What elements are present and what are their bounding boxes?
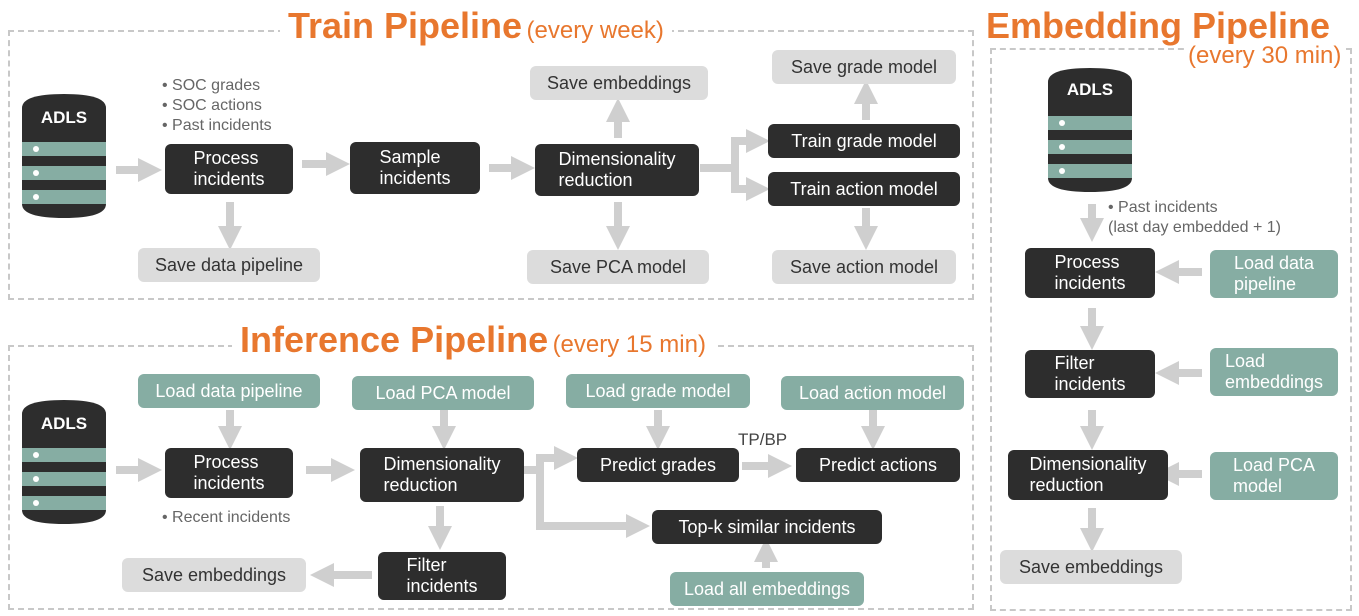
- arrow-train-dimred-to-grade: [700, 129, 770, 172]
- inference-filter-incidents-node: Filter incidents: [378, 552, 506, 600]
- train-inputs-note: • SOC grades • SOC actions • Past incide…: [162, 77, 272, 134]
- embedding-pipeline-frame: [990, 48, 1352, 611]
- inference-schedule-text: (every 15 min): [552, 331, 706, 358]
- embedding-title-text: Embedding Pipeline: [986, 5, 1331, 46]
- inference-load-data-pipeline-node: Load data pipeline: [138, 374, 320, 408]
- train-grade-model-node: Train grade model: [768, 124, 960, 158]
- inference-load-grade-model-node: Load grade model: [566, 374, 750, 408]
- inference-predict-actions-node: Predict actions: [796, 448, 960, 482]
- inference-recent-incidents-note: • Recent incidents: [162, 509, 291, 526]
- embedding-filter-incidents-node: Filter incidents: [1025, 350, 1155, 398]
- inference-process-incidents-node: Process incidents: [165, 448, 293, 498]
- embedding-adls-database-icon: ADLS: [1048, 68, 1132, 192]
- embedding-schedule-text: (every 30 min): [1188, 42, 1342, 69]
- train-action-model-node: Train action model: [768, 172, 960, 206]
- embedding-load-data-pipeline-node: Load data pipeline: [1210, 250, 1338, 298]
- train-dimensionality-reduction-node: Dimensionality reduction: [535, 144, 699, 196]
- embedding-adls-label: ADLS: [1066, 80, 1114, 99]
- embedding-pipeline-schedule: (every 30 min): [1184, 42, 1346, 69]
- inference-adls-database-icon: ADLS: [22, 400, 106, 524]
- train-save-grade-model-node: Save grade model: [772, 50, 956, 84]
- arrow-train-dimred-to-action: [700, 164, 770, 201]
- inference-adls-label: ADLS: [40, 414, 88, 433]
- train-sample-incidents-node: Sample incidents: [350, 142, 480, 194]
- inference-load-pca-model-node: Load PCA model: [352, 376, 534, 410]
- inference-load-action-model-node: Load action model: [781, 376, 964, 410]
- train-title-text: Train Pipeline: [288, 5, 523, 46]
- train-adls-label: ADLS: [40, 108, 88, 127]
- tp-bp-label: TP/BP: [738, 430, 788, 449]
- train-save-action-model-node: Save action model: [772, 250, 956, 284]
- train-save-data-pipeline-node: Save data pipeline: [138, 248, 320, 282]
- train-process-incidents-node: Process incidents: [165, 144, 293, 194]
- embedding-past-incidents-note: • Past incidents (last day embedded + 1): [1108, 199, 1281, 236]
- arrow-inf-dimred-to-topk: [536, 458, 650, 538]
- inference-predict-grades-node: Predict grades: [577, 448, 739, 482]
- embedding-process-incidents-node: Process incidents: [1025, 248, 1155, 298]
- train-pipeline-title: Train Pipeline (every week): [280, 8, 672, 44]
- train-adls-database-icon: ADLS: [22, 94, 106, 218]
- inference-top-k-similar-node: Top-k similar incidents: [652, 510, 882, 544]
- train-schedule-text: (every week): [526, 17, 664, 44]
- train-save-pca-model-node: Save PCA model: [527, 250, 709, 284]
- inference-load-all-embeddings-node: Load all embeddings: [670, 572, 864, 606]
- inference-title-text: Inference Pipeline: [240, 319, 549, 360]
- embedding-dimensionality-reduction-node: Dimensionality reduction: [1008, 450, 1168, 500]
- embedding-pipeline-title: Embedding Pipeline: [982, 5, 1335, 46]
- train-save-embeddings-node: Save embeddings: [530, 66, 708, 100]
- inference-pipeline-title: Inference Pipeline (every 15 min): [232, 322, 714, 358]
- inference-save-embeddings-node: Save embeddings: [122, 558, 306, 592]
- inference-dimensionality-reduction-node: Dimensionality reduction: [360, 448, 524, 502]
- embedding-load-pca-model-node: Load PCA model: [1210, 452, 1338, 500]
- embedding-save-embeddings-node: Save embeddings: [1000, 550, 1182, 584]
- embedding-load-embeddings-node: Load embeddings: [1210, 348, 1338, 396]
